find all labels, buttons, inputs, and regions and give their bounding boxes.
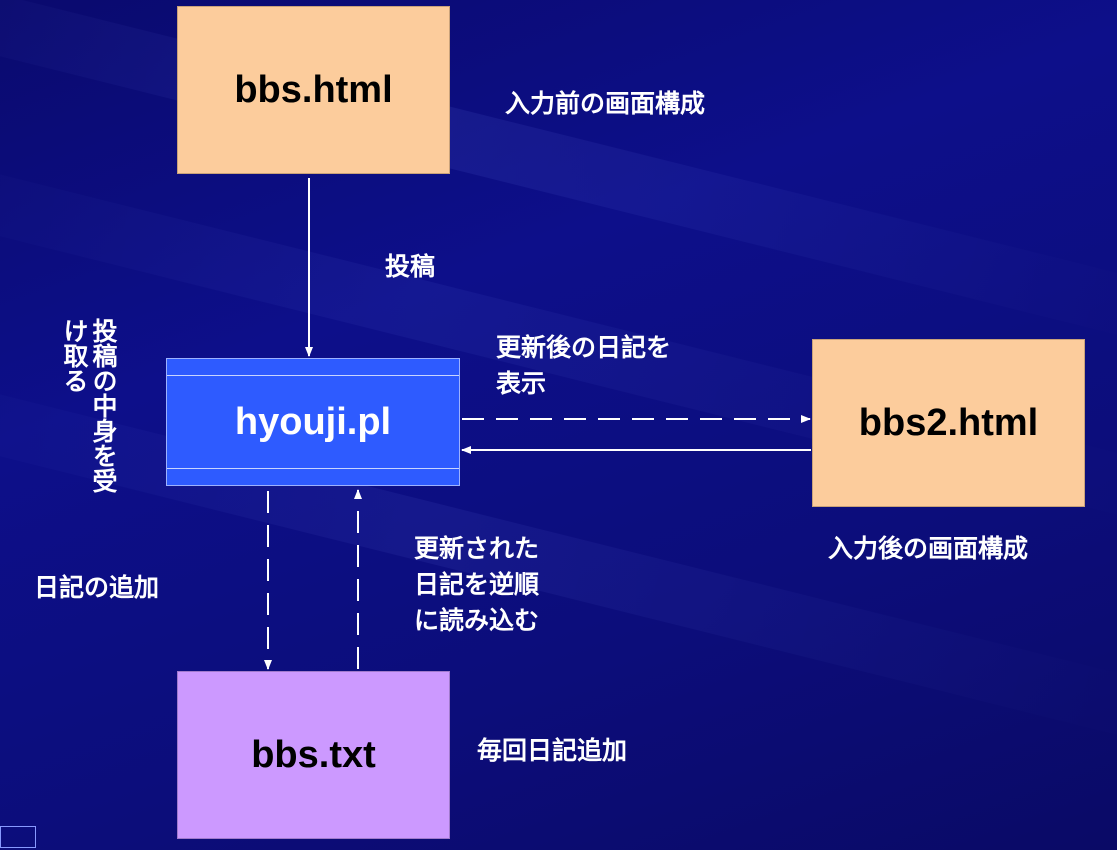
hyouji-pl-box: hyouji.pl bbox=[166, 358, 460, 486]
hyouji-pl-label: hyouji.pl bbox=[234, 400, 392, 443]
label-add-diary: 日記の追加 bbox=[34, 573, 160, 602]
bbs-html-box: bbs.html bbox=[177, 6, 450, 174]
label-post: 投稿 bbox=[385, 252, 436, 281]
label-add-every-time: 毎回日記追加 bbox=[477, 736, 628, 765]
bbs-txt-label: bbs.txt bbox=[251, 733, 376, 776]
box-band-top bbox=[167, 375, 459, 376]
bbs2-html-box: bbs2.html bbox=[812, 339, 1085, 507]
label-after-input: 入力後の画面構成 bbox=[828, 534, 1029, 563]
label-show-updated: 更新後の日記を 表示 bbox=[496, 333, 672, 398]
slide-corner-icon bbox=[0, 826, 36, 848]
bbs2-html-label: bbs2.html bbox=[858, 401, 1039, 444]
bbs-html-label: bbs.html bbox=[234, 68, 393, 111]
label-read-reverse: 更新された 日記を逆順 に読み込む bbox=[414, 534, 540, 635]
bbs-txt-box: bbs.txt bbox=[177, 671, 450, 839]
box-band-bottom bbox=[167, 468, 459, 469]
label-before-input: 入力前の画面構成 bbox=[505, 89, 706, 118]
label-receive-contents: 投稿の中身を受 け取る bbox=[60, 318, 118, 493]
